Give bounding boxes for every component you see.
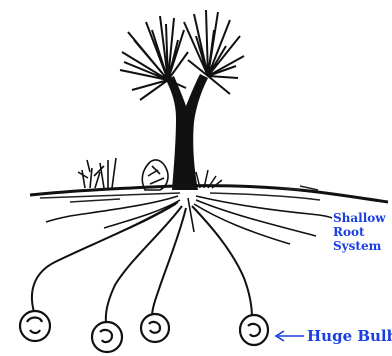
deep-roots xyxy=(32,202,252,322)
yucca-trunk xyxy=(166,74,208,190)
bulbs-arrow xyxy=(276,331,304,341)
shallow-root-system-label: Shallow Root System xyxy=(333,211,386,253)
bulb-3 xyxy=(141,314,169,342)
shrub-left xyxy=(78,158,116,188)
leaf-crown-right xyxy=(184,10,244,94)
bulb-2 xyxy=(92,322,122,352)
label-line-root: Root xyxy=(333,225,386,239)
label-line-shallow: Shallow xyxy=(333,211,386,225)
huge-bulbs-label: Huge Bulbs xyxy=(307,327,392,345)
root-to-bulb-4 xyxy=(192,206,252,318)
root-to-bulb-3 xyxy=(152,208,186,316)
bulb-4 xyxy=(240,315,268,345)
bulb-1 xyxy=(20,311,50,341)
label-line-system: System xyxy=(333,239,386,253)
shallow-roots xyxy=(46,196,332,246)
